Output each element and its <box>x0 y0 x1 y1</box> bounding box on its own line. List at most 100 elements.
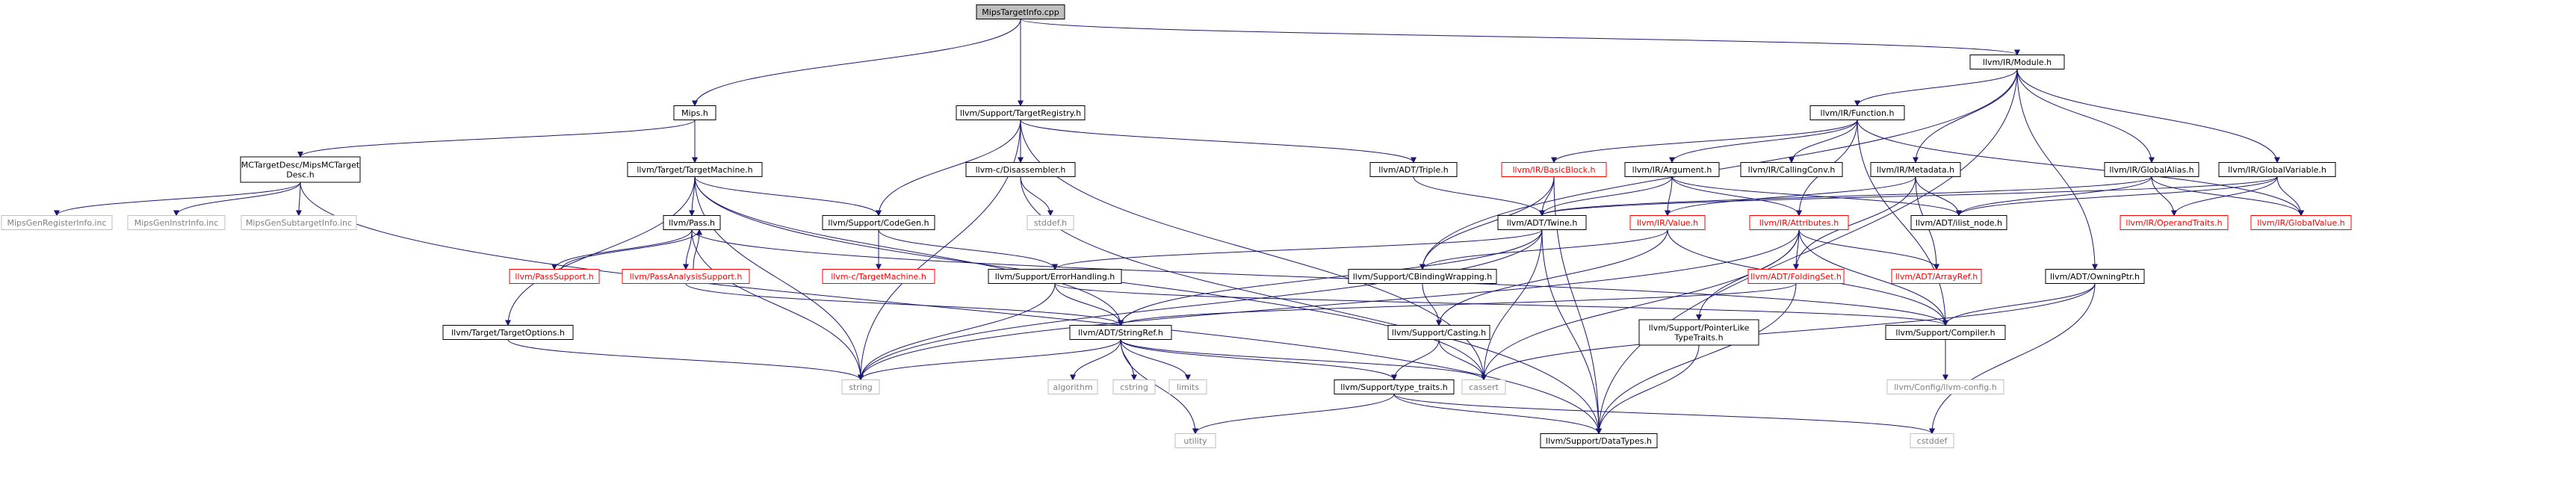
node-cbinding[interactable]: llvm/Support/CBindingWrapping.h <box>1348 269 1497 284</box>
node-label: MipsGenSubtargetInfo.inc <box>246 218 352 228</box>
edge-globalalias-to-ilistnode <box>1956 176 2152 217</box>
edge-stringref-to-cassert <box>1120 339 1487 381</box>
node-label: llvm/IR/Value.h <box>1637 218 1698 228</box>
node-box <box>1910 433 1954 448</box>
edge-globalvariable-to-twine <box>1539 176 2278 217</box>
node-passanalysis[interactable]: llvm/PassAnalysisSupport.h <box>622 269 750 284</box>
edge-disassembler-to-stddef <box>1020 176 1053 217</box>
edge-passanalysis-to-pass <box>693 229 702 270</box>
node-label: Desc.h <box>286 170 315 180</box>
node-box <box>988 269 1122 284</box>
edge-stringref-to-limits <box>1120 339 1191 381</box>
node-label: llvm-c/TargetMachine.h <box>831 272 926 282</box>
edge-typetraits-to-cstddef <box>1393 394 1935 435</box>
edge-targetregistry-to-triple <box>1020 120 1417 164</box>
edge-function-to-callingconv <box>1789 120 1858 164</box>
node-compiler[interactable]: llvm/Support/Compiler.h <box>1885 325 2006 340</box>
node-box <box>1910 215 2007 230</box>
node-function[interactable]: llvm/IR/Function.h <box>1809 105 1905 120</box>
node-root[interactable]: MipsTargetInfo.cpp <box>976 4 1065 19</box>
node-label: llvm/Target/TargetMachine.h <box>637 165 752 175</box>
node-module[interactable]: llvm/IR/Module.h <box>1969 55 2065 69</box>
node-label: llvm/IR/GlobalValue.h <box>2257 218 2344 228</box>
node-ctargetmachine[interactable]: llvm-c/TargetMachine.h <box>822 269 935 284</box>
node-box <box>965 162 1076 177</box>
node-label: llvm/Pass.h <box>669 218 715 228</box>
node-string: string <box>841 379 880 394</box>
node-mips[interactable]: Mips.h <box>673 105 716 120</box>
node-instrinfo: MipsGenInstrInfo.inc <box>127 215 226 230</box>
node-targetregistry[interactable]: llvm/Support/TargetRegistry.h <box>956 105 1086 120</box>
node-box <box>1809 105 1905 120</box>
edge-targetregistry-to-codegen <box>876 120 1021 217</box>
node-argument[interactable]: llvm/IR/Argument.h <box>1624 162 1720 177</box>
edge-owningptr-to-compiler <box>1942 283 2096 326</box>
node-box <box>1638 319 1759 346</box>
node-label: llvm/ADT/StringRef.h <box>1078 328 1163 338</box>
edge-owningptr-to-cassert <box>1481 283 2096 381</box>
node-box <box>1334 379 1455 394</box>
node-label: llvm/IR/Module.h <box>1983 58 2052 67</box>
node-box <box>822 215 935 230</box>
node-targetoptions[interactable]: llvm/Target/TargetOptions.h <box>442 325 574 340</box>
node-box <box>241 215 357 230</box>
node-globalvalue[interactable]: llvm/IR/GlobalValue.h <box>2250 215 2352 230</box>
node-label: llvm/Support/CBindingWrapping.h <box>1353 272 1493 282</box>
node-label: llvm/Support/PointerLike <box>1649 323 1750 333</box>
edge-errorhandling-to-string <box>858 283 1056 381</box>
node-arrayref[interactable]: llvm/ADT/ArrayRef.h <box>1891 269 1982 284</box>
node-attributes[interactable]: llvm/IR/Attributes.h <box>1749 215 1849 230</box>
edge-errorhandling-to-compiler <box>1054 283 1948 326</box>
node-label: llvm/IR/GlobalVariable.h <box>2228 165 2326 175</box>
node-box <box>2104 162 2199 177</box>
edge-pass-to-compiler <box>691 229 1948 326</box>
node-label: llvm/Support/Compiler.h <box>1895 328 1995 338</box>
node-llvmconfig: llvm/Config/llvm-config.h <box>1886 379 2004 394</box>
node-foldingset[interactable]: llvm/ADT/FoldingSet.h <box>1747 269 1845 284</box>
node-operandtraits[interactable]: llvm/IR/OperandTraits.h <box>2120 215 2229 230</box>
node-ilistnode[interactable]: llvm/ADT/ilist_node.h <box>1910 215 2007 230</box>
node-basicblock[interactable]: llvm/IR/BasicBlock.h <box>1501 162 1607 177</box>
node-triple[interactable]: llvm/ADT/Triple.h <box>1369 162 1458 177</box>
node-errorhandling[interactable]: llvm/Support/ErrorHandling.h <box>988 269 1122 284</box>
node-box <box>1 215 113 230</box>
node-typetraits[interactable]: llvm/Support/type_traits.h <box>1334 379 1455 394</box>
node-box <box>1969 55 2065 69</box>
node-metadata[interactable]: llvm/IR/Metadata.h <box>1870 162 1961 177</box>
node-callingconv[interactable]: llvm/IR/CallingConv.h <box>1740 162 1843 177</box>
edge-metadata-to-value <box>1665 176 1916 217</box>
edge-metadata-to-ilistnode <box>1915 176 1962 217</box>
node-codegen[interactable]: llvm/Support/CodeGen.h <box>822 215 935 230</box>
node-box <box>2120 215 2229 230</box>
node-stringref[interactable]: llvm/ADT/StringRef.h <box>1069 325 1172 340</box>
node-globalvariable[interactable]: llvm/IR/GlobalVariable.h <box>2218 162 2336 177</box>
edge-mcdesc-to-instrinfo <box>173 182 301 217</box>
node-value[interactable]: llvm/IR/Value.h <box>1629 215 1706 230</box>
node-twine[interactable]: llvm/ADT/Twine.h <box>1497 215 1587 230</box>
node-disassembler[interactable]: llvm-c/Disassembler.h <box>965 162 1076 177</box>
edge-function-to-compiler <box>1857 120 1948 326</box>
edge-stringref-to-utility <box>1120 339 1198 435</box>
node-label: llvm/ADT/FoldingSet.h <box>1750 272 1842 282</box>
node-passsupport[interactable]: llvm/PassSupport.h <box>509 269 600 284</box>
node-pass[interactable]: llvm/Pass.h <box>663 215 721 230</box>
node-label: llvm-c/Disassembler.h <box>976 165 1066 175</box>
node-box <box>1540 433 1658 448</box>
node-label: llvm/IR/Metadata.h <box>1877 165 1954 175</box>
node-label: llvm/IR/CallingConv.h <box>1748 165 1836 175</box>
node-label: llvm/IR/Function.h <box>1821 108 1895 118</box>
node-datatypes[interactable]: llvm/Support/DataTypes.h <box>1540 433 1658 448</box>
node-casting[interactable]: llvm/Support/Casting.h <box>1387 325 1490 340</box>
edge-globalvariable-to-globalvalue <box>2276 176 2304 217</box>
node-label: llvm/IR/OperandTraits.h <box>2125 218 2222 228</box>
node-box <box>2218 162 2336 177</box>
node-label: llvm/IR/Attributes.h <box>1759 218 1839 228</box>
node-globalalias[interactable]: llvm/IR/GlobalAlias.h <box>2104 162 2199 177</box>
node-box <box>1885 325 2006 340</box>
node-owningptr[interactable]: llvm/ADT/OwningPtr.h <box>2045 269 2145 284</box>
edge-attributes-to-compiler <box>1798 229 1948 326</box>
node-targetmachine[interactable]: llvm/Target/TargetMachine.h <box>627 162 763 177</box>
